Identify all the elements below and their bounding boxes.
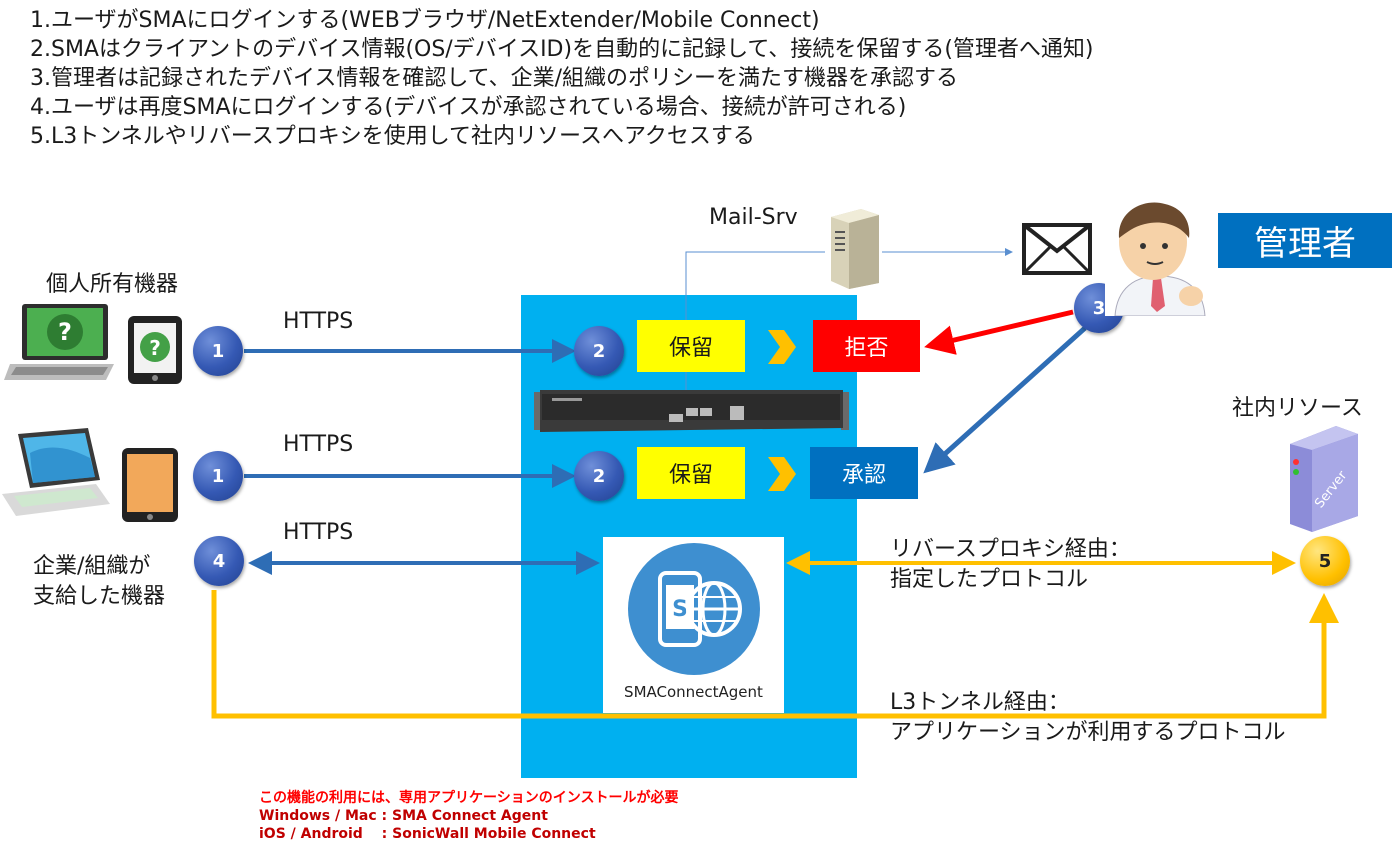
- admin-person-icon: [1105, 198, 1213, 316]
- https-label-1: HTTPS: [283, 309, 354, 334]
- step-badge-1-top: 1: [193, 326, 243, 376]
- internal-resources-label: 社内リソース: [1232, 396, 1363, 421]
- corporate-tablet-icon: [122, 448, 178, 522]
- corporate-devices-label-1: 企業/組織が: [33, 554, 151, 579]
- admin-label: 管理者: [1218, 213, 1392, 268]
- sma-appliance-icon: [534, 390, 849, 432]
- l3-tunnel-label-1: L3トンネル経由：: [890, 690, 1070, 715]
- note-line-1: この機能の利用には、専用アプリケーションのインストールが必要: [259, 790, 679, 806]
- mail-server-icon: [831, 209, 879, 289]
- connect-agent-icon: S: [658, 571, 742, 647]
- personal-tablet-icon: ?: [128, 316, 182, 384]
- hold-box-top: 保留: [637, 320, 745, 372]
- svg-text:?: ?: [149, 336, 161, 360]
- mail-srv-label: Mail-Srv: [709, 205, 798, 230]
- reverse-proxy-label-1: リバースプロキシ経由：: [890, 537, 1131, 562]
- approve-arrow: [923, 326, 1087, 474]
- corporate-devices-label-2: 支給した機器: [33, 584, 166, 609]
- internal-server-icon: Server: [1290, 426, 1358, 532]
- step-4: 4.ユーザは再度SMAにログインする(デバイスが承認されている場合、接続が許可さ…: [30, 95, 907, 120]
- personal-devices-label: 個人所有機器: [46, 272, 179, 297]
- personal-laptop-icon: ?: [4, 304, 114, 380]
- step-badge-5: 5: [1300, 536, 1350, 586]
- step-3: 3.管理者は記録されたデバイス情報を確認して、企業/組織のポリシーを満たす機器を…: [30, 66, 958, 91]
- step-badge-2-top: 2: [574, 326, 624, 376]
- l3-tunnel-arrow: [211, 590, 1339, 719]
- step-2: 2.SMAはクライアントのデバイス情報(OS/デバイスID)を自動的に記録して、…: [30, 37, 1094, 62]
- chevron-right-icon: [768, 457, 796, 491]
- hold-box-bottom: 保留: [637, 447, 745, 499]
- https-label-3: HTTPS: [283, 520, 354, 545]
- reject-arrow: [924, 309, 1074, 355]
- sma-connect-agent-card: S SMAConnectAgent: [603, 537, 784, 713]
- envelope-icon: [1022, 223, 1092, 275]
- requirement-note: この機能の利用には、専用アプリケーションのインストールが必要 Windows /…: [259, 789, 678, 843]
- note-line-2: Windows / Mac : SMA Connect Agent: [259, 808, 548, 824]
- note-line-3: iOS / Android : SonicWall Mobile Connect: [259, 826, 596, 842]
- reject-box: 拒否: [813, 320, 920, 372]
- corporate-laptop-icon: [2, 428, 110, 516]
- agent-name-label: SMAConnectAgent: [624, 683, 763, 701]
- reverse-proxy-label-2: 指定したプロトコル: [890, 567, 1089, 592]
- chevron-right-icon: [768, 330, 796, 364]
- step-list: 1.ユーザがSMAにログインする(WEBブラウザ/NetExtender/Mob…: [30, 6, 1093, 151]
- l3-tunnel-label-2: アプリケーションが利用するプロトコル: [890, 720, 1286, 745]
- svg-text:S: S: [672, 597, 688, 622]
- https-label-2: HTTPS: [283, 432, 354, 457]
- svg-text:?: ?: [58, 318, 72, 346]
- step-5: 5.L3トンネルやリバースプロキシを使用して社内リソースへアクセスする: [30, 124, 755, 149]
- approve-box: 承認: [810, 447, 918, 499]
- step-badge-4: 4: [194, 536, 244, 586]
- step-badge-1-bottom: 1: [193, 451, 243, 501]
- step-badge-2-bottom: 2: [574, 451, 624, 501]
- step-1: 1.ユーザがSMAにログインする(WEBブラウザ/NetExtender/Mob…: [30, 8, 820, 33]
